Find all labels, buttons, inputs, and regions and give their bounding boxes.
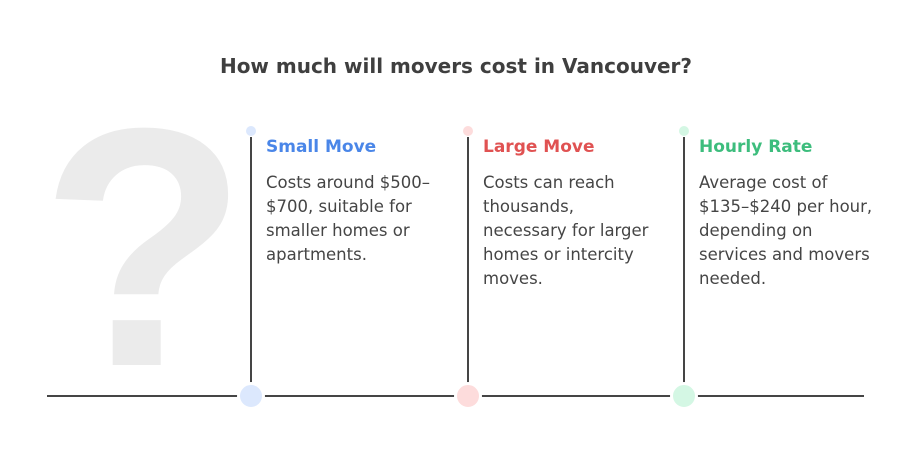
small-dot <box>246 126 256 136</box>
page-title: How much will movers cost in Vancouver? <box>219 54 693 78</box>
item-heading: Hourly Rate <box>699 137 813 157</box>
timeline-stem <box>467 137 469 396</box>
item-text: Costs can reach thousands, necessary for… <box>483 173 649 288</box>
timeline-node <box>237 382 265 410</box>
timeline-stem <box>250 137 252 396</box>
item-heading: Small Move <box>266 137 377 157</box>
small-dot <box>679 126 689 136</box>
item-text: Costs around $500–$700, suitable for sma… <box>266 173 431 264</box>
timeline-stem <box>683 137 685 396</box>
timeline-node <box>670 382 698 410</box>
question-mark-decoration: ? <box>40 58 248 438</box>
item-large-move: Large Move Costs can reach thousands, ne… <box>483 135 658 291</box>
item-hourly-rate: Hourly Rate Average cost of $135–$240 pe… <box>699 135 874 291</box>
timeline-node <box>454 382 482 410</box>
item-small-move: Small Move Costs around $500–$700, suita… <box>266 135 441 267</box>
item-heading: Large Move <box>483 137 595 157</box>
item-text: Average cost of $135–$240 per hour, depe… <box>699 173 873 288</box>
small-dot <box>463 126 473 136</box>
